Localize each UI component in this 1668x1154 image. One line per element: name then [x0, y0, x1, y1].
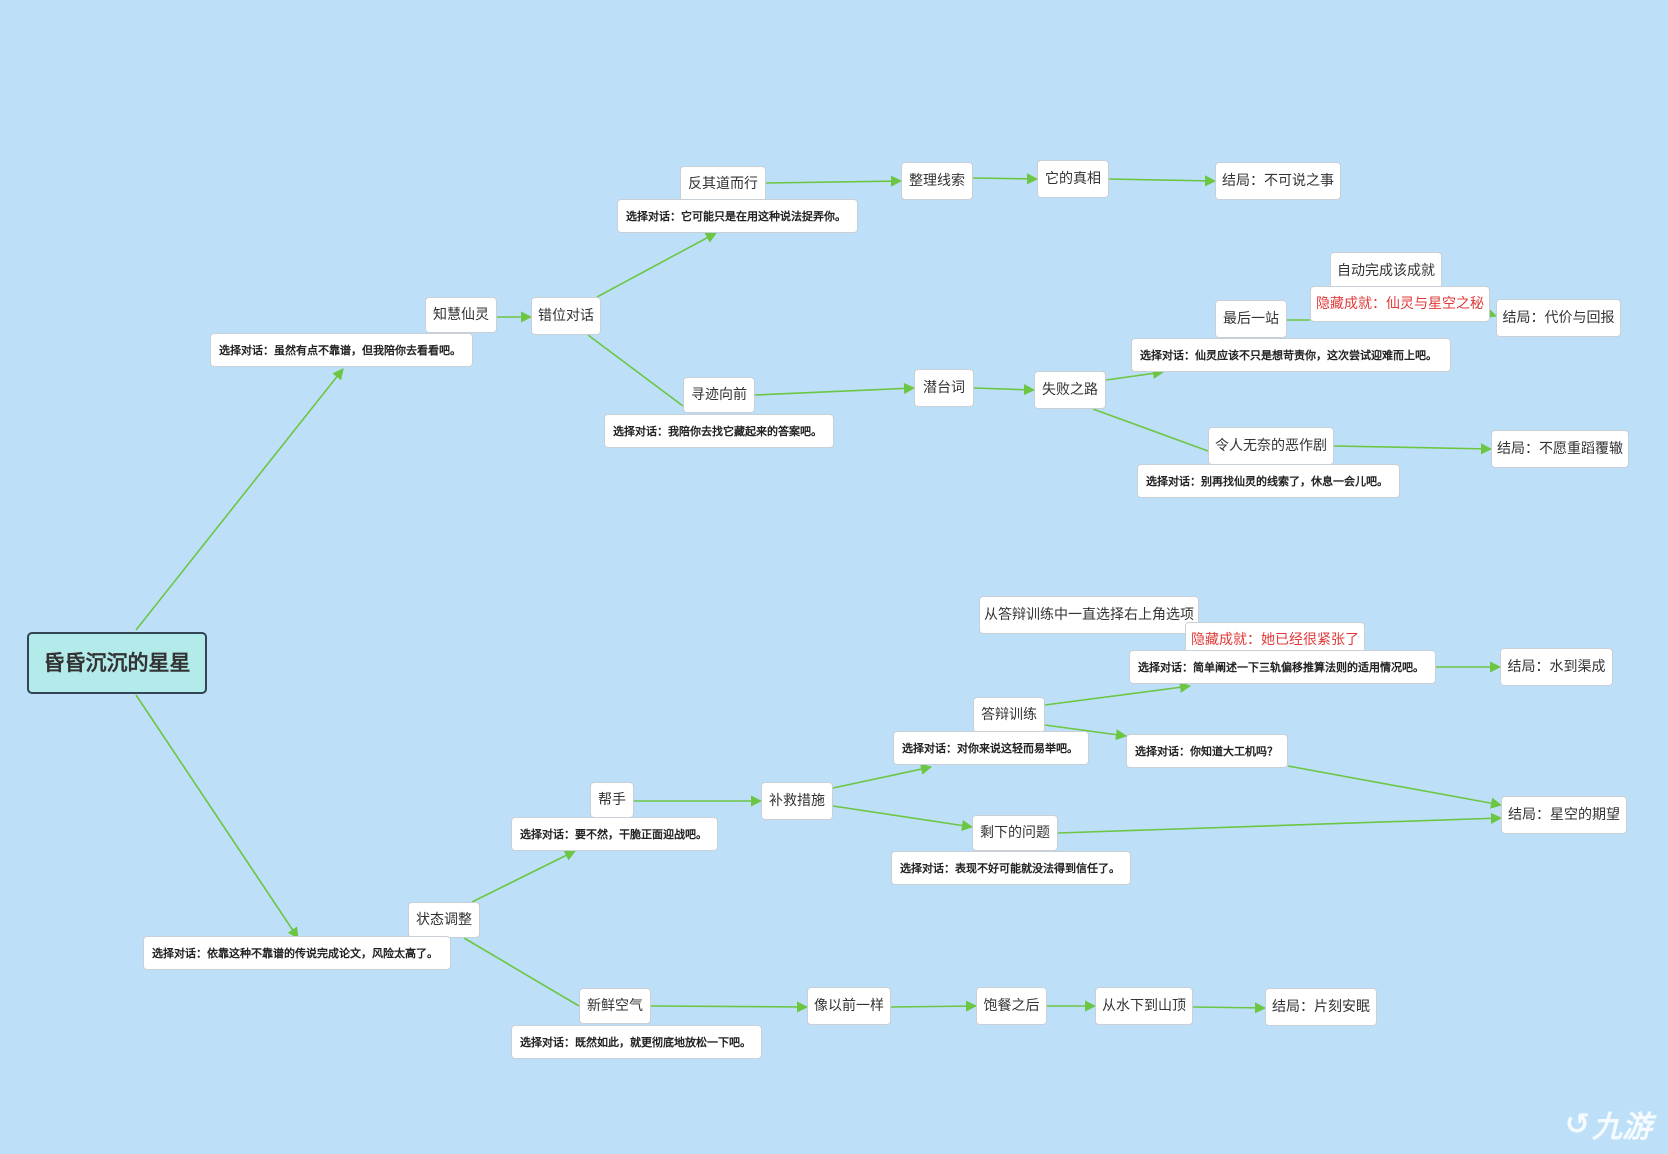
- node-cuowei[interactable]: 错位对话: [531, 297, 601, 335]
- node-zhengli[interactable]: 整理线索: [901, 162, 973, 200]
- connector-edge-3: [596, 232, 717, 298]
- node-zuihou[interactable]: 最后一站: [1215, 300, 1287, 338]
- ending-qiwang[interactable]: 结局：星空的期望: [1501, 796, 1627, 834]
- connector-edge-21: [1044, 724, 1128, 741]
- dialog-fanqi: 选择对话：它可能只是在用这种说法捉弄你。: [617, 199, 858, 233]
- node-bangshou[interactable]: 帮手: [590, 782, 634, 818]
- root-node[interactable]: 昏昏沉沉的星星: [27, 632, 207, 694]
- connector-edge-6: [972, 173, 1039, 185]
- node-xiangyiqian[interactable]: 像以前一样: [807, 987, 891, 1025]
- connector-edge-26: [890, 1000, 978, 1012]
- node-zhenxiang[interactable]: 它的真相: [1037, 160, 1109, 198]
- connector-edge-23: [1057, 812, 1503, 834]
- node-zhihui[interactable]: 知慧仙灵: [425, 297, 497, 333]
- connector-edge-5: [765, 175, 903, 187]
- spiral-logo-icon: ↺: [1564, 1106, 1590, 1142]
- dialog-zhihui: 选择对话：虽然有点不靠谱，但我陪你去看看吧。: [210, 333, 473, 367]
- node-xunji[interactable]: 寻迹向前: [683, 377, 755, 413]
- node-fanqi[interactable]: 反其道而行: [680, 166, 766, 202]
- ending-pianke[interactable]: 结局：片刻安眠: [1265, 988, 1377, 1026]
- connector-edge-10: [1105, 367, 1165, 381]
- node-eizuoju[interactable]: 令人无奈的恶作剧: [1208, 427, 1334, 465]
- connector-edge-15: [471, 850, 577, 903]
- ending-shuidao[interactable]: 结局：水到渠成: [1500, 648, 1613, 686]
- connector-edge-0: [135, 368, 344, 631]
- dialog-zhuangtai: 选择对话：依靠这种不靠谱的传说完成论文，风险太高了。: [143, 936, 451, 970]
- connector-edge-11: [1092, 408, 1209, 452]
- dialog-jianshu: 选择对话：简单阐述一下三轨偏移推算法则的适用情况吧。: [1129, 650, 1436, 684]
- dialog-xinxian: 选择对话：既然如此，就更彻底地放松一下吧。: [511, 1025, 762, 1059]
- node-bujiu[interactable]: 补救措施: [761, 782, 833, 820]
- dialog-bangshou: 选择对话：要不然，干脆正面迎战吧。: [511, 817, 718, 851]
- connector-edge-7: [1108, 175, 1217, 187]
- node-hidden-achievement-1[interactable]: 隐藏成就：仙灵与星空之秘: [1310, 286, 1490, 322]
- dialog-shengxia: 选择对话：表现不好可能就没法得到信任了。: [891, 851, 1131, 885]
- dialog-zuihou: 选择对话：仙灵应该不只是想苛责你，这次尝试迎难而上吧。: [1131, 338, 1451, 372]
- connector-edge-4: [587, 334, 684, 407]
- node-auto-achievement-1[interactable]: 自动完成该成就: [1330, 252, 1442, 290]
- dialog-eizuoju: 选择对话：别再找仙灵的线索了，休息一会儿吧。: [1137, 464, 1400, 498]
- node-shengxia[interactable]: 剩下的问题: [972, 815, 1058, 851]
- connector-edge-25: [650, 1001, 809, 1013]
- connector-edge-1: [135, 694, 299, 939]
- node-qiantai[interactable]: 潜台词: [914, 369, 974, 407]
- dialog-xunji: 选择对话：我陪你去找它藏起来的答案吧。: [604, 414, 834, 448]
- ending-daijia[interactable]: 结局：代价与回报: [1496, 299, 1621, 337]
- connector-edge-16: [463, 937, 580, 1007]
- node-shibai[interactable]: 失败之路: [1034, 371, 1106, 409]
- connector-edge-8: [754, 382, 916, 396]
- connector-edge-28: [1192, 1002, 1267, 1014]
- dialog-dagongji: 选择对话：你知道大工机吗？: [1126, 734, 1288, 768]
- node-xinxian[interactable]: 新鲜空气: [579, 988, 651, 1024]
- node-shandong[interactable]: 从水下到山顶: [1095, 987, 1193, 1025]
- connector-edge-13: [1484, 307, 1498, 319]
- brand-watermark: ↺ 九游: [1565, 1102, 1652, 1146]
- node-baocan[interactable]: 饱餐之后: [976, 987, 1047, 1025]
- connector-edge-22: [1287, 765, 1503, 809]
- node-dabian[interactable]: 答辩训练: [973, 697, 1045, 733]
- ending-bukeshuo[interactable]: 结局：不可说之事: [1215, 162, 1341, 200]
- dialog-dabian: 选择对话：对你来说这轻而易举吧。: [893, 731, 1089, 765]
- connector-edge-20: [1044, 681, 1192, 706]
- connector-edge-14: [1333, 443, 1493, 455]
- ending-buyuan[interactable]: 结局：不愿重蹈覆辙: [1491, 430, 1629, 468]
- connector-edge-18: [832, 763, 933, 789]
- connector-edge-19: [832, 805, 974, 832]
- node-zhuangtai[interactable]: 状态调整: [408, 902, 480, 938]
- connector-edge-9: [973, 384, 1036, 396]
- watermark-text: 九游: [1592, 1110, 1652, 1145]
- node-congdabian[interactable]: 从答辩训练中一直选择右上角选项: [979, 596, 1199, 634]
